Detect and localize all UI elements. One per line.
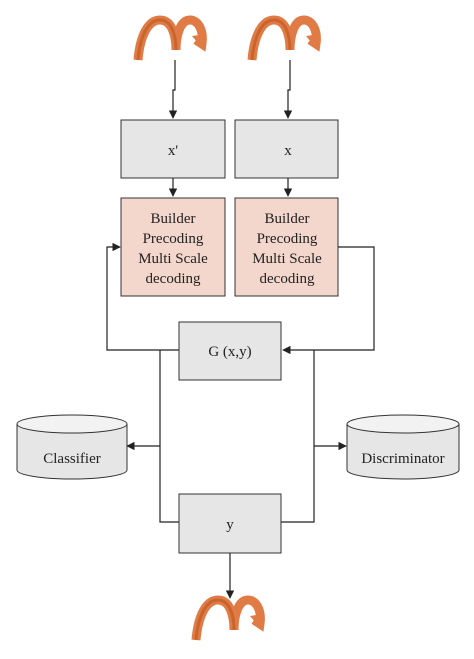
arrow-icon-to-x-prime bbox=[168, 60, 178, 119]
node-g: G (x,y) bbox=[178, 321, 282, 381]
decoder-right-line-4: decoding bbox=[260, 271, 315, 287]
arrow-icon-to-x bbox=[283, 60, 293, 119]
node-x-prime-label: x' bbox=[168, 143, 179, 159]
decoder-left-line-1: Builder bbox=[151, 211, 196, 227]
decoder-left-line-3: Multi Scale bbox=[138, 251, 208, 267]
node-x-label: x bbox=[284, 143, 292, 159]
node-x: x bbox=[234, 119, 339, 179]
node-y-label: y bbox=[226, 517, 234, 533]
signal-icon-top-right bbox=[252, 20, 320, 60]
node-g-label: G (x,y) bbox=[208, 344, 251, 360]
node-discriminator-label: Discriminator bbox=[361, 451, 444, 467]
decoder-right-line-1: Builder bbox=[265, 211, 310, 227]
line-g-to-y-left bbox=[159, 350, 179, 523]
decoder-left-line-4: decoding bbox=[146, 271, 201, 287]
node-classifier-label: Classifier bbox=[43, 451, 101, 467]
signal-icon-top-left bbox=[138, 20, 206, 60]
node-y: y bbox=[178, 493, 282, 554]
arrow-decoder-to-g bbox=[282, 246, 375, 355]
signal-icon-bottom bbox=[196, 600, 264, 640]
arrow-g-to-decoder bbox=[106, 242, 179, 351]
decoder-right-line-3: Multi Scale bbox=[252, 251, 322, 267]
node-decoder-left: Builder Precoding Multi Scale decoding bbox=[120, 197, 226, 297]
node-discriminator: Discriminator bbox=[346, 414, 460, 480]
node-classifier: Classifier bbox=[16, 414, 128, 480]
decoder-left-line-2: Precoding bbox=[143, 231, 204, 247]
node-x-prime: x' bbox=[120, 119, 226, 179]
line-g-to-y-right bbox=[281, 350, 315, 523]
decoder-right-line-2: Precoding bbox=[257, 231, 318, 247]
node-decoder-right: Builder Precoding Multi Scale decoding bbox=[234, 197, 339, 297]
connectors bbox=[106, 60, 375, 599]
